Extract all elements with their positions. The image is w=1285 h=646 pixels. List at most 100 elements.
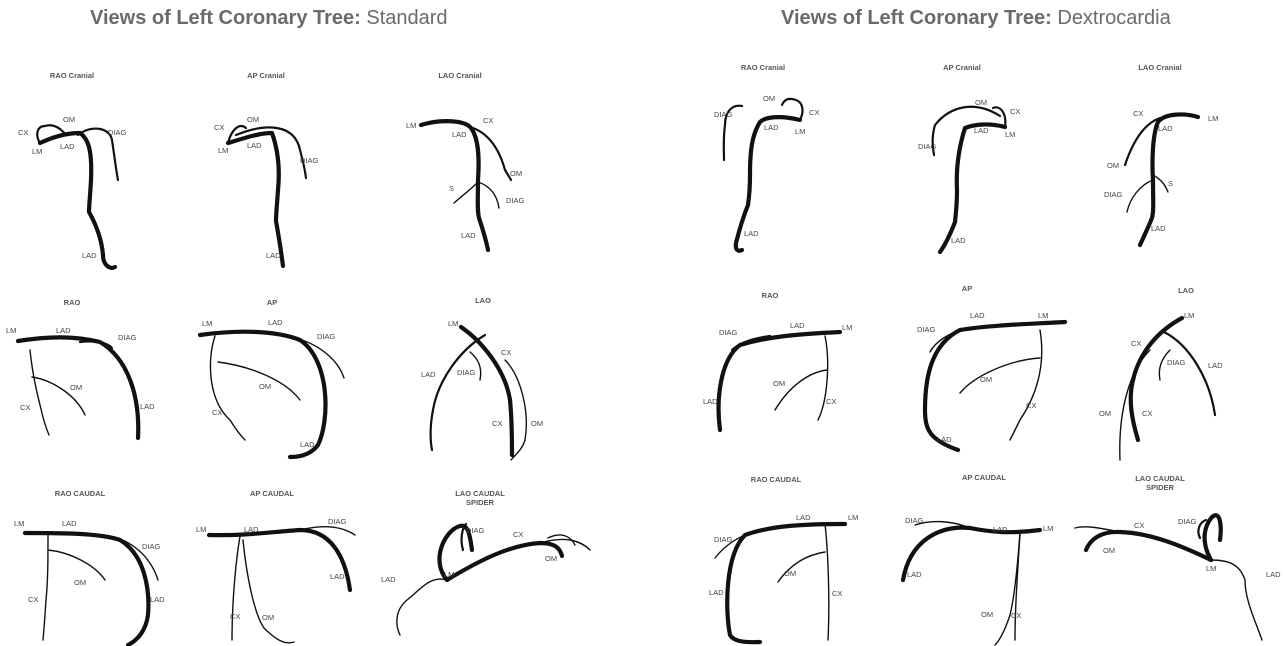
view-std-ap: APLMLADDIAGOMCXLAD bbox=[200, 298, 344, 457]
view-title: RAO CAUDAL bbox=[55, 489, 106, 498]
vessel-label-lm: LM bbox=[196, 525, 206, 534]
vessel-label-cx: CX bbox=[513, 530, 523, 539]
view-title: AP bbox=[962, 284, 972, 293]
vessel-label-lad: LAD bbox=[1266, 570, 1281, 579]
vessel-label-cx: CX bbox=[1026, 401, 1036, 410]
vessel-line bbox=[775, 370, 827, 410]
vessel-label-diag: DIAG bbox=[719, 328, 738, 337]
vessel-label-lm: LM bbox=[1208, 114, 1218, 123]
vessel-label-diag: DIAG bbox=[905, 516, 924, 525]
view-dex-rao-caudal: RAO CAUDALLADLMDIAGOMLADCX bbox=[709, 475, 858, 642]
vessel-label-cx: CX bbox=[1010, 107, 1020, 116]
vessel-label-lad: LAD bbox=[1151, 224, 1166, 233]
vessel-label-lad: LAD bbox=[796, 513, 811, 522]
vessel-label-lm: LM bbox=[1043, 524, 1053, 533]
vessel-line bbox=[397, 579, 447, 635]
view-title: AP CAUDAL bbox=[250, 489, 294, 498]
vessel-label-cx: CX bbox=[1142, 409, 1152, 418]
vessel-line bbox=[30, 350, 49, 435]
vessel-label-om: OM bbox=[531, 419, 543, 428]
view-std-ap-caudal: AP CAUDALLMLADDIAGLADCXOM bbox=[196, 489, 355, 643]
vessel-label-cx: CX bbox=[832, 589, 842, 598]
vessel-label-cx: CX bbox=[28, 595, 38, 604]
view-title: RAO CAUDAL bbox=[751, 475, 802, 484]
vessel-label-lm: LM bbox=[202, 319, 212, 328]
view-title: SPIDER bbox=[466, 498, 495, 507]
vessel-label-lad: LAD bbox=[452, 130, 467, 139]
vessel-label-lad: LAD bbox=[764, 123, 779, 132]
vessel-label-lad: LAD bbox=[82, 251, 97, 260]
vessel-label-diag: DIAG bbox=[118, 333, 137, 342]
vessel-label-lm: LM bbox=[218, 146, 228, 155]
vessel-label-lad: LAD bbox=[60, 142, 75, 151]
vessel-label-diag: DIAG bbox=[1167, 358, 1186, 367]
vessel-label-lad: LAD bbox=[140, 402, 155, 411]
view-std-lao-caudal-spider: LAO CAUDALSPIDERDIAGCXOMLMLAD bbox=[381, 489, 590, 635]
vessel-line bbox=[1153, 175, 1168, 192]
vessel-label-diag: DIAG bbox=[1178, 517, 1197, 526]
vessel-line bbox=[960, 358, 1040, 393]
vessel-label-lad: LAD bbox=[703, 397, 718, 406]
vessel-label-om: OM bbox=[63, 115, 75, 124]
vessel-label-lad: LAD bbox=[268, 318, 283, 327]
vessel-label-diag: DIAG bbox=[142, 542, 161, 551]
view-std-lao-cranial: LAO CranialLMCXLADOMSDIAGLAD bbox=[406, 71, 525, 250]
vessel-line bbox=[40, 133, 115, 268]
vessel-label-lm: LM bbox=[1038, 311, 1048, 320]
view-dex-rao-cranial: RAO CranialDIAGOMCXLADLMLAD bbox=[714, 63, 819, 251]
vessel-label-lad: LAD bbox=[907, 570, 922, 579]
vessel-label-lad: LAD bbox=[790, 321, 805, 330]
vessel-label-cx: CX bbox=[1011, 611, 1021, 620]
vessel-label-cx: CX bbox=[230, 612, 240, 621]
vessel-label-lm: LM bbox=[1184, 311, 1194, 320]
vessel-label-lm: LM bbox=[1206, 564, 1216, 573]
vessel-line bbox=[1164, 332, 1215, 415]
vessel-line bbox=[218, 362, 300, 400]
vessel-label-om: OM bbox=[247, 115, 259, 124]
vessel-line bbox=[796, 100, 803, 120]
view-title: RAO Cranial bbox=[50, 71, 94, 80]
vessel-label-lad: LAD bbox=[744, 229, 759, 238]
vessel-line bbox=[48, 550, 105, 580]
vessel-line bbox=[925, 322, 1065, 450]
vessel-line bbox=[209, 530, 350, 590]
vessel-line bbox=[933, 107, 1000, 155]
vessel-label-om: OM bbox=[975, 98, 987, 107]
view-title: LAO CAUDAL bbox=[1135, 474, 1185, 483]
vessel-label-diag: DIAG bbox=[317, 332, 336, 341]
vessel-label-lad: LAD bbox=[244, 525, 259, 534]
vessel-label-lm: LM bbox=[6, 326, 16, 335]
view-title: AP CAUDAL bbox=[962, 473, 1006, 482]
vessel-label-cx: CX bbox=[20, 403, 30, 412]
vessel-label-cx: CX bbox=[826, 397, 836, 406]
vessel-label-om: OM bbox=[981, 610, 993, 619]
vessel-line bbox=[782, 99, 796, 105]
vessel-label-diag: DIAG bbox=[108, 128, 127, 137]
vessel-line bbox=[210, 336, 245, 440]
vessel-line bbox=[454, 182, 478, 203]
vessel-label-om: OM bbox=[259, 382, 271, 391]
vessel-label-cx: CX bbox=[214, 123, 224, 132]
vessel-line bbox=[825, 524, 829, 640]
vessel-label-lad: LAD bbox=[970, 311, 985, 320]
vessel-label-om: OM bbox=[510, 169, 522, 178]
vessel-label-diag: DIAG bbox=[1104, 190, 1123, 199]
vessel-line bbox=[243, 540, 294, 643]
vessel-line bbox=[200, 332, 325, 457]
vessel-label-diag: DIAG bbox=[918, 142, 937, 151]
vessel-label-cx: CX bbox=[492, 419, 502, 428]
vessel-label-lad: LAD bbox=[247, 141, 262, 150]
view-title: LAO bbox=[1178, 286, 1194, 295]
vessel-line bbox=[940, 124, 1005, 252]
vessel-label-om: OM bbox=[1107, 161, 1119, 170]
vessel-label-lad: LAD bbox=[974, 126, 989, 135]
vessel-line bbox=[1010, 330, 1042, 440]
vessel-label-om: OM bbox=[773, 379, 785, 388]
vessel-label-om: OM bbox=[763, 94, 775, 103]
